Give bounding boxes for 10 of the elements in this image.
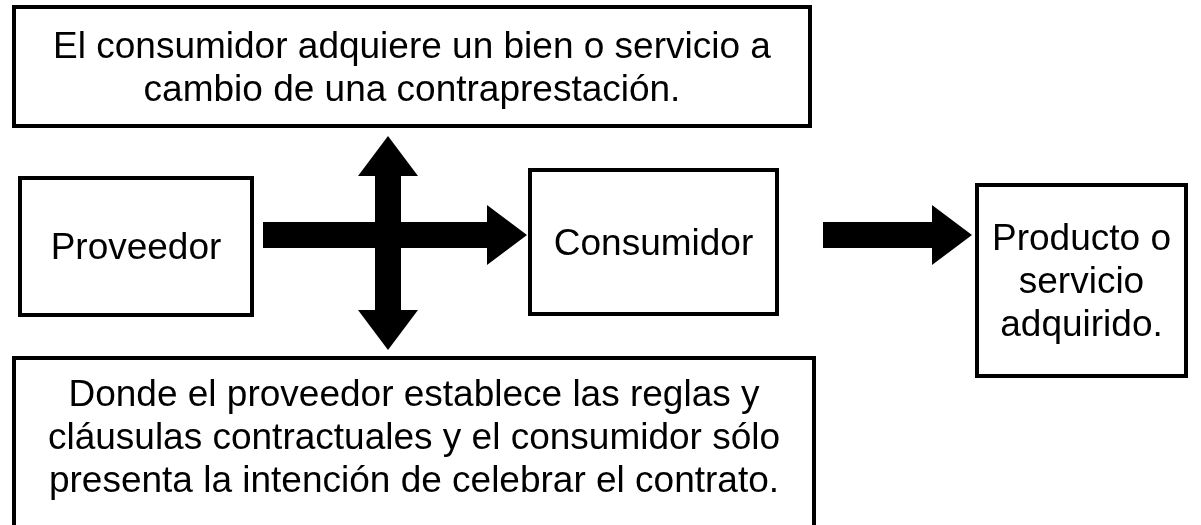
node-label: Donde el proveedor establece las reglas y cláusulas contractuales y el consumidor sólo presenta la intención de celebrar el contrato. (46, 372, 782, 501)
node-label: El consumidor adquiere un bien o servicio a cambio de una contraprestación. (52, 23, 772, 110)
text-box (18, 176, 254, 317)
node-label: Proveedor (50, 225, 222, 268)
node-label: Consumidor (553, 220, 754, 264)
text-box (975, 183, 1188, 378)
text-box (12, 356, 816, 525)
node-label: Producto o servicio adquirido. (991, 216, 1172, 345)
text-box (528, 168, 779, 316)
text-box (12, 5, 812, 128)
